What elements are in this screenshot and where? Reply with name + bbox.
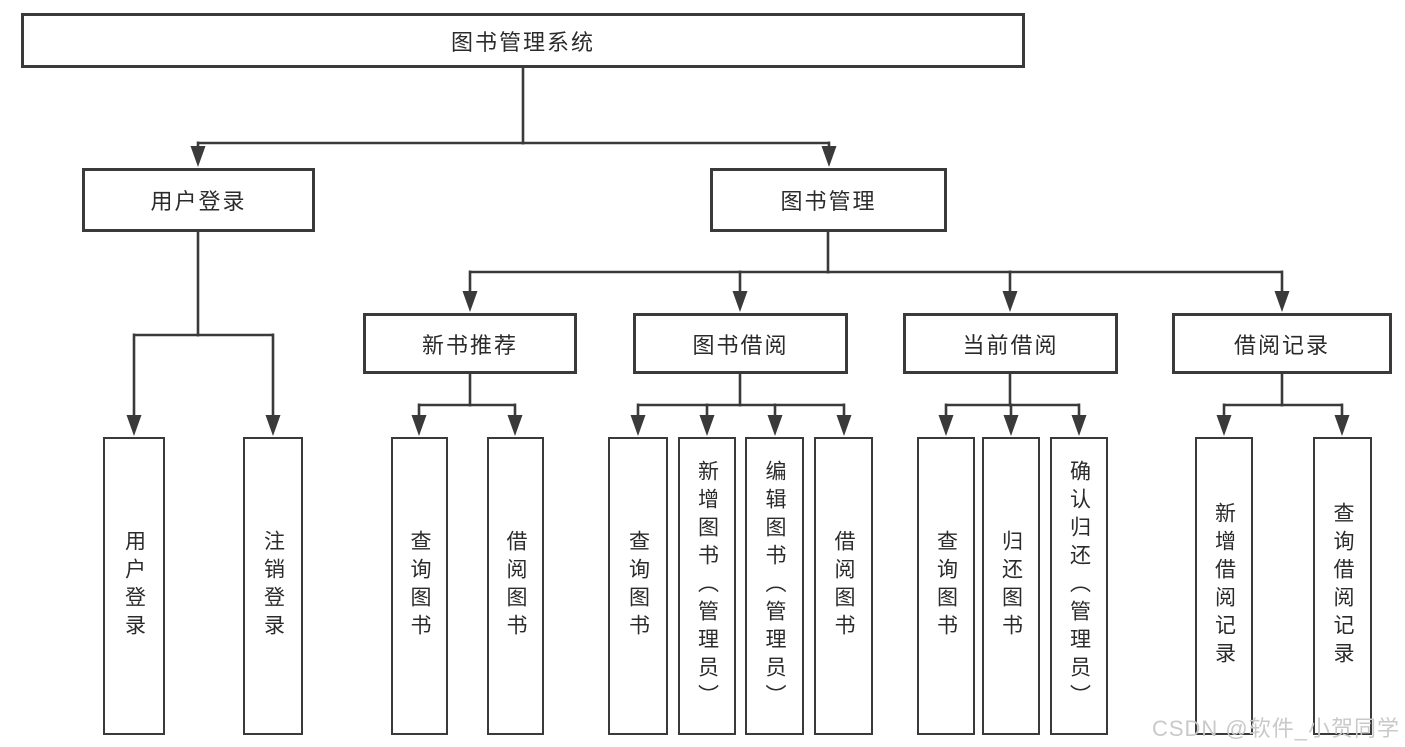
node-user-login: 用户登录: [82, 168, 315, 232]
leaf-user-login: 用户登录: [103, 437, 165, 735]
leaf-add-borrow-record: 新增借阅记录: [1195, 437, 1253, 735]
leaf-borrow-books: 借阅图书: [814, 437, 873, 735]
csdn-watermark: CSDN @软件_小贺同学: [1151, 716, 1400, 741]
leaf-query-books-recommend: 查询图书: [391, 437, 448, 735]
node-borrowing-records: 借阅记录: [1172, 313, 1392, 374]
leaf-logout: 注销登录: [243, 437, 303, 735]
leaf-query-books-current: 查询图书: [917, 437, 975, 735]
leaf-query-borrow-record: 查询借阅记录: [1313, 437, 1372, 735]
node-book-management: 图书管理: [710, 168, 947, 232]
leaf-borrow-books-recommend: 借阅图书: [487, 437, 544, 735]
leaf-edit-book-admin: 编辑图书（管理员）: [745, 437, 804, 735]
node-new-book-recommendation: 新书推荐: [363, 313, 577, 374]
node-book-borrowing: 图书借阅: [633, 313, 848, 374]
leaf-return-book: 归还图书: [982, 437, 1040, 735]
leaf-query-books-borrow: 查询图书: [608, 437, 668, 735]
leaf-add-book-admin: 新增图书（管理员）: [678, 437, 736, 735]
node-current-borrowing: 当前借阅: [903, 313, 1118, 374]
leaf-confirm-return-admin: 确认归还（管理员）: [1050, 437, 1108, 735]
node-library-management-system: 图书管理系统: [21, 13, 1025, 68]
